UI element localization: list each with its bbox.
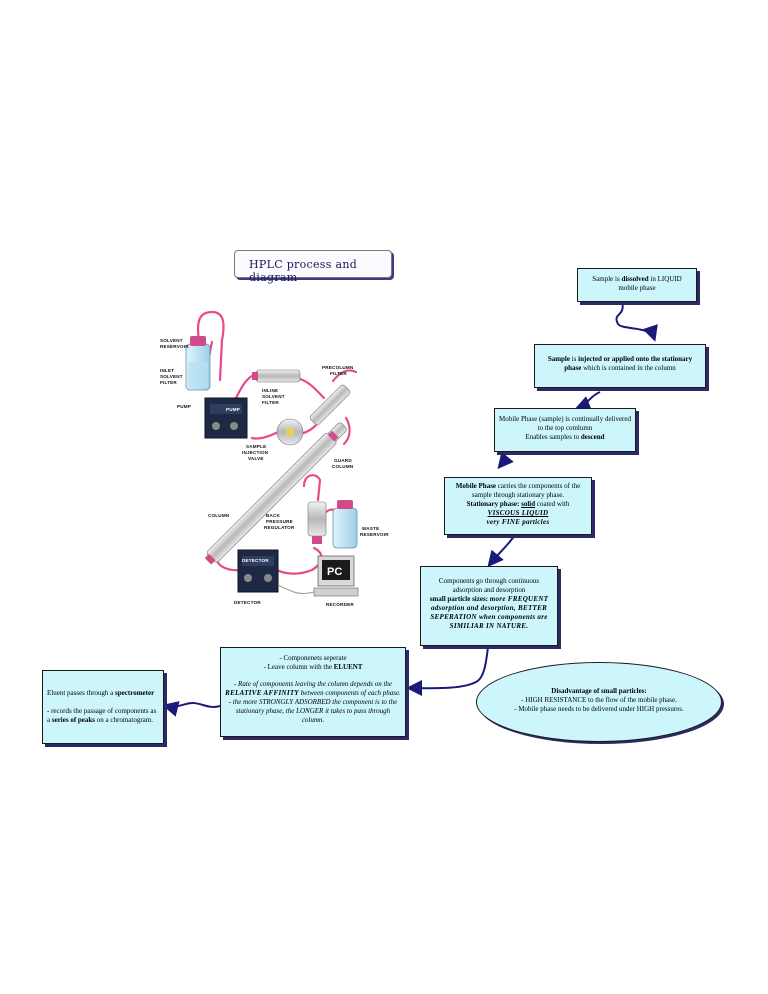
disadvantage-text-a: - HIGH RESISTANCE to the flow of the mob… bbox=[521, 696, 677, 704]
pump-unit bbox=[204, 397, 248, 439]
label-precolumn-1: PRECOLUMN bbox=[322, 365, 354, 370]
step6-line-3: - Rate of components leaving the column … bbox=[225, 680, 401, 698]
step4-text-a: Mobile Phase bbox=[455, 482, 497, 490]
arrow-s4-s5 bbox=[487, 534, 516, 568]
step-box-2: Sample is injected or applied onto the s… bbox=[534, 344, 706, 388]
step-box-7: Eluent passes through a spectrometer - r… bbox=[42, 670, 164, 744]
waste-reservoir-bottle bbox=[332, 500, 358, 549]
step3-line-2: Enables samples to descend bbox=[499, 433, 631, 442]
step2-text-a: Sample bbox=[547, 355, 570, 363]
label-column: COLUMN bbox=[208, 513, 230, 518]
step5-line-2: small particle sizes: more FREQUENT adso… bbox=[425, 595, 553, 631]
step7-text-b: spectrometer bbox=[115, 689, 155, 697]
flow-arrows bbox=[162, 299, 658, 717]
step7-text-d: series of peaks bbox=[51, 716, 96, 724]
disadvantage-ellipse: Disadvantage of small particles: - HIGH … bbox=[476, 662, 722, 742]
step3-text-b: Enables samples to bbox=[525, 433, 581, 441]
back-pressure-regulator bbox=[307, 501, 327, 544]
step6-text-a: - Componenets seperate bbox=[279, 654, 347, 662]
step1-text-b: dissolved bbox=[621, 275, 649, 283]
step-box-4: Mobile Phase carries the components of t… bbox=[444, 477, 592, 535]
label-precolumn-2: FILTER bbox=[330, 371, 347, 376]
label-solvent-reservoir-2: RESERVOIR bbox=[160, 344, 189, 349]
step6-text-f: between components of each phase. bbox=[299, 689, 401, 697]
label-waste-2: RESERVOIR bbox=[360, 532, 389, 537]
label-inline-filter-2: SOLVENT bbox=[262, 394, 285, 399]
step3-text-c: descend bbox=[580, 433, 605, 441]
label-guard-column-2: COLUMN bbox=[332, 464, 354, 469]
arrow-s3-s4 bbox=[497, 451, 514, 470]
disadvantage-text-b: - Mobile phase needs to be delivered und… bbox=[514, 705, 684, 713]
arrow-s6-s7 bbox=[162, 701, 221, 717]
step7-text-c: - records the passage of components as a bbox=[47, 707, 157, 724]
step2-text-d: which is contained in the column bbox=[581, 364, 676, 372]
label-recorder: RECORDER bbox=[326, 602, 354, 607]
step-box-6: - Componenets seperate - Leave column wi… bbox=[220, 647, 406, 737]
step4-text-e: coated with bbox=[535, 500, 570, 508]
step5-text-b: small particle sizes: bbox=[429, 595, 490, 603]
step4-text-c: Stationary phase: bbox=[466, 500, 522, 508]
step2-text-b: is bbox=[569, 355, 579, 363]
step6-text-c: ELUENT bbox=[333, 663, 363, 671]
step4-line-2: Stationary phase: solid coated with bbox=[449, 500, 587, 509]
label-pc: PC bbox=[327, 566, 342, 578]
arrow-s5-s6 bbox=[406, 646, 489, 697]
step7-text-a: Eluent passes through a bbox=[47, 689, 116, 697]
detector-unit bbox=[237, 549, 279, 593]
label-sample-valve-3: VALVE bbox=[248, 456, 264, 461]
step6-text-e: RELATIVE AFFINITY bbox=[225, 689, 299, 697]
step1-text-c: in LIQUID mobile phase bbox=[618, 275, 682, 292]
step7-line-2: - records the passage of components as a… bbox=[47, 707, 159, 725]
label-sample-valve-1: SAMPLE bbox=[246, 444, 266, 449]
step4-text-d: solid bbox=[521, 500, 536, 508]
step6-text-b: - Leave column with the bbox=[263, 663, 334, 671]
diagram-title: HPLC process and diagram bbox=[234, 250, 392, 284]
main-column bbox=[204, 430, 339, 565]
solvent-reservoir-bottle bbox=[185, 336, 211, 391]
step3-text-a: Mobile Phase (sample) is continually del… bbox=[499, 415, 631, 432]
step4-text-f: VISCOUS LIQUID bbox=[487, 509, 549, 517]
label-solvent-reservoir-1: SOLVENT bbox=[160, 338, 183, 343]
step1-text-a: Sample is bbox=[592, 275, 622, 283]
label-pump-panel: PUMP bbox=[226, 407, 240, 412]
label-bpr-1: BACK bbox=[266, 513, 281, 518]
label-guard-column-1: GUARD bbox=[334, 458, 352, 463]
step6-text-g: - the more STRONGLY ADSORBED the compone… bbox=[228, 698, 398, 724]
step-box-3: Mobile Phase (sample) is continually del… bbox=[494, 408, 636, 452]
label-sample-valve-2: INJECTION bbox=[242, 450, 269, 455]
label-inlet-filter-3: FILTER bbox=[160, 380, 177, 385]
step7-text-e: on a chromatogram. bbox=[95, 716, 153, 724]
label-bpr-3: REGULATOR bbox=[264, 525, 295, 530]
arrow-s2-s3 bbox=[574, 391, 601, 411]
label-pump: PUMP bbox=[177, 404, 191, 409]
step7-line-1: Eluent passes through a spectrometer bbox=[47, 689, 159, 698]
step-box-5: Components go through continuous adsorpt… bbox=[420, 566, 558, 646]
pc-recorder bbox=[277, 555, 359, 597]
step4-text-g: very FINE particles bbox=[486, 518, 550, 526]
arrow-s1-s2 bbox=[615, 299, 658, 342]
step4-line-1: Mobile Phase carries the components of t… bbox=[449, 482, 587, 500]
label-bpr-2: PRESSURE bbox=[266, 519, 293, 524]
label-inlet-filter-2: SOLVENT bbox=[160, 374, 183, 379]
step2-text-c: injected or applied onto the stationary … bbox=[564, 355, 693, 372]
step5-text-c: more FREQUENT adsorption and desorption,… bbox=[430, 595, 549, 630]
label-detector-panel: DETECTOR bbox=[242, 558, 269, 563]
label-inline-filter-3: FILTER bbox=[262, 400, 279, 405]
label-inline-filter-1: INLINE bbox=[262, 388, 278, 393]
step-box-1: Sample is dissolved in LIQUID mobile pha… bbox=[577, 268, 697, 302]
inline-filter bbox=[252, 369, 301, 383]
label-detector: DETECTOR bbox=[234, 600, 261, 605]
step6-text-d: - Rate of components leaving the column … bbox=[233, 680, 393, 688]
sample-injection-valve bbox=[276, 418, 304, 446]
step5-text-a: Components go through continuous adsorpt… bbox=[438, 577, 540, 594]
precolumn-filter bbox=[309, 384, 351, 426]
label-waste-1: WASTE bbox=[362, 526, 379, 531]
disadvantage-title: Disadvantage of small particles: bbox=[551, 687, 647, 695]
label-inlet-filter-1: INLET bbox=[160, 368, 174, 373]
step4-text-b: carries the components of the sample thr… bbox=[471, 482, 581, 499]
step6-line-2: - Leave column with the ELUENT bbox=[225, 663, 401, 672]
